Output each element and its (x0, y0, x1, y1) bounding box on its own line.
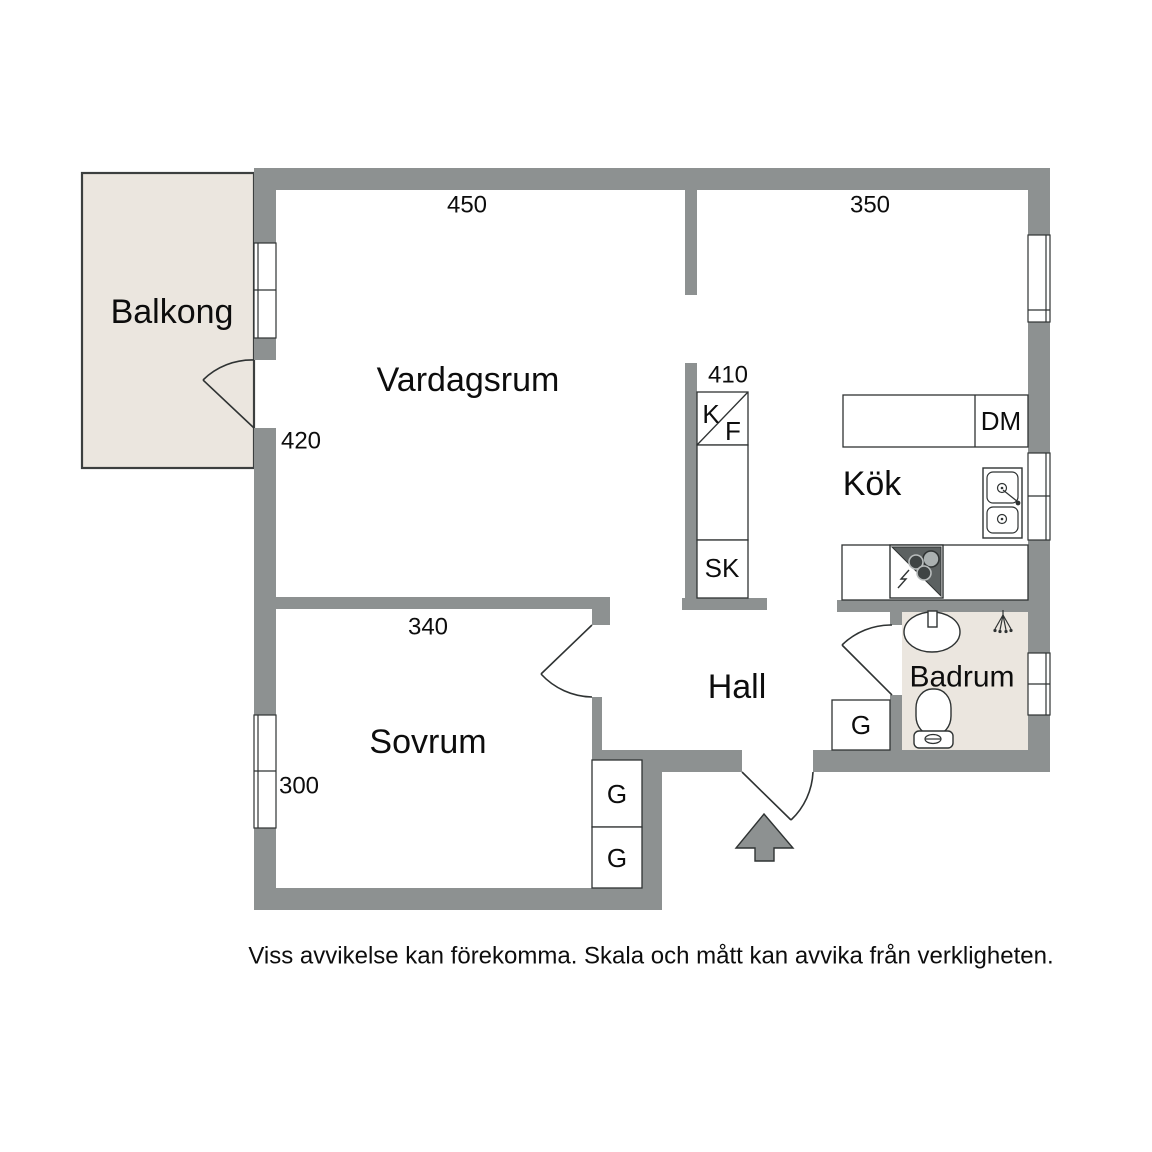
balcony-area (80, 171, 256, 470)
fridge-freezer-diagonal (696, 391, 749, 446)
wardrobe-sovrum-label-1: G (607, 779, 627, 809)
kitchen-sink-icon (982, 467, 1023, 539)
electric-bolt-icon (897, 569, 910, 589)
wall-segment (685, 363, 697, 600)
dim-420: 420 (281, 428, 321, 455)
kok-label: Kök (843, 465, 903, 503)
wall-segment (1028, 540, 1050, 653)
dim-350: 350 (850, 192, 890, 219)
toilet-icon (913, 688, 954, 749)
sk-closet-box (696, 539, 749, 599)
kitchen-fixtures (841, 394, 1029, 601)
window-sovrum (253, 714, 277, 829)
window-badrum (1027, 652, 1051, 716)
room-labels: Balkong Vardagsrum Kök Hall Sovrum Badru… (111, 293, 1015, 761)
dishwasher-label: DM (981, 406, 1021, 436)
dim-410: 410 (708, 362, 748, 389)
window-kok-lower (1027, 452, 1051, 541)
sovrum-door-arc (540, 624, 593, 698)
wall-segment (592, 697, 602, 750)
dim-300: 300 (279, 773, 319, 800)
wardrobe-sovrum-box-2 (591, 826, 643, 889)
sovrum-label: Sovrum (369, 723, 486, 761)
window-kok-upper (1027, 234, 1051, 323)
window-vardagsrum (253, 242, 277, 339)
badrum-door-arc (841, 624, 893, 696)
wardrobe-sovrum-label-2: G (607, 843, 627, 873)
wall-segment (682, 598, 767, 610)
kitchen-counter-top (842, 394, 1029, 448)
wall-segment (254, 428, 276, 715)
vardagsrum-label: Vardagsrum (377, 361, 560, 399)
fridge-label: K (702, 399, 720, 429)
wardrobe-hall-box (831, 699, 891, 751)
wall-segment (1028, 168, 1050, 235)
doors (202, 359, 893, 821)
bathroom-fixtures (903, 610, 1013, 749)
wall-segment (254, 168, 1050, 190)
wall-segment (890, 695, 902, 750)
badrum-label: Badrum (909, 661, 1014, 694)
dimension-labels: 450 350 420 410 340 300 (279, 192, 890, 800)
wall-segment (1028, 715, 1050, 772)
dim-340: 340 (408, 614, 448, 641)
balkong-label: Balkong (111, 293, 234, 331)
wall-segment (592, 609, 610, 625)
wall-segment (254, 338, 276, 360)
dim-450: 450 (447, 192, 487, 219)
windows (253, 234, 1051, 829)
balcony-door-arc (202, 359, 255, 429)
wall-segment (254, 828, 276, 910)
wall-segment (254, 888, 662, 910)
bathroom-sink-icon (903, 610, 961, 653)
wall-segment (642, 772, 662, 888)
wall-segment (685, 190, 697, 295)
wardrobe-hall-label: G (851, 710, 871, 740)
wall-segment (254, 597, 610, 609)
wall-segment (890, 612, 902, 625)
wall-segment (254, 168, 276, 243)
walls (254, 168, 1050, 910)
fixture-labels: K F SK DM G G G (607, 399, 1021, 873)
stove-icon (889, 544, 944, 599)
wall-segment (813, 750, 1028, 772)
sk-label: SK (705, 553, 740, 583)
hall-label: Hall (708, 668, 767, 706)
wardrobe-sovrum-box-1 (591, 759, 643, 828)
closet-box (696, 444, 749, 541)
closets (591, 391, 891, 889)
disclaimer-text: Viss avvikelse kan förekomma. Skala och … (248, 943, 1053, 970)
wall-segment (1028, 322, 1050, 453)
entrance-door-arc (741, 771, 814, 821)
freezer-label: F (725, 416, 741, 446)
shower-icon (993, 610, 1013, 634)
north-arrow-icon (734, 812, 795, 862)
wall-segment (837, 600, 1028, 612)
